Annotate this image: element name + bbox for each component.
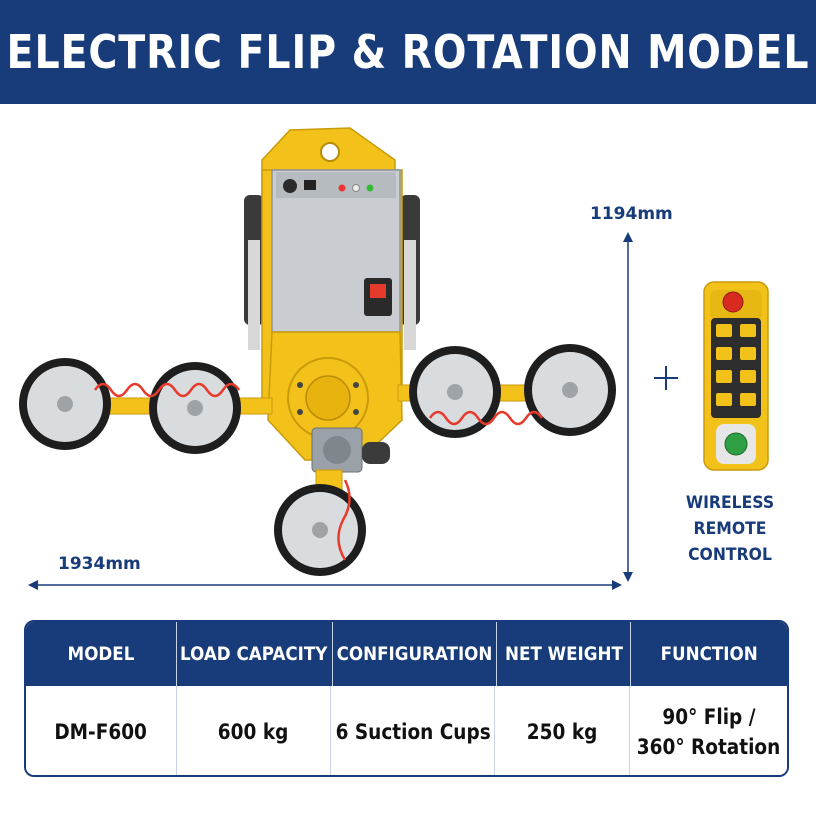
gear-motor [311,427,390,473]
hydraulic-cylinder-left [244,195,264,350]
air-hose-bottom [337,479,351,561]
wireless-remote [703,281,769,471]
value-net-weight: 250 kg [495,686,630,775]
spec-table: MODEL LOAD CAPACITY CONFIGURATION NET WE… [24,620,789,777]
header-load-capacity: LOAD CAPACITY [177,622,333,686]
hydraulic-cylinder-right [400,195,420,350]
value-configuration: 6 Suction Cups [331,686,496,775]
value-model: DM-F600 [26,686,177,775]
value-load-capacity: 600 kg [177,686,332,775]
plus-icon [654,366,678,390]
header-model: MODEL [26,622,177,686]
remote-caption-line2: REMOTE CONTROL [688,519,772,565]
value-function: 90° Flip / 360° Rotation [630,686,787,775]
remote-caption: WIRELESS REMOTE CONTROL [656,490,803,568]
air-hose-right [428,410,544,426]
air-hose-left [93,382,241,398]
width-dimension-label: 1934mm [58,554,141,574]
value-function-line1: 90° Flip / [661,704,756,729]
page-title: ELECTRIC FLIP & ROTATION MODEL [6,25,810,79]
remote-caption-line1: WIRELESS [685,493,775,513]
suction-cup [19,358,111,450]
suction-cup [274,484,366,576]
rotation-flange [287,357,369,439]
product-illustration [19,127,769,590]
header-function: FUNCTION [660,643,758,665]
title-banner [0,0,816,104]
header-net-weight: NET WEIGHT [497,622,632,686]
arrow-horizontal-icon [28,580,622,590]
header-configuration: CONFIGURATION [333,622,497,686]
remote-button-grid [716,324,756,406]
height-dimension-label: 1194mm [590,204,673,224]
spec-table-header-row: MODEL LOAD CAPACITY CONFIGURATION NET WE… [26,622,787,686]
control-box [271,169,401,333]
arrow-vertical-icon [623,232,633,582]
value-function-line2: 360° Rotation [636,734,781,759]
suction-cup [524,344,616,436]
spec-table-value-row: DM-F600 600 kg 6 Suction Cups 250 kg 90°… [26,686,787,775]
suction-cup [149,362,241,454]
